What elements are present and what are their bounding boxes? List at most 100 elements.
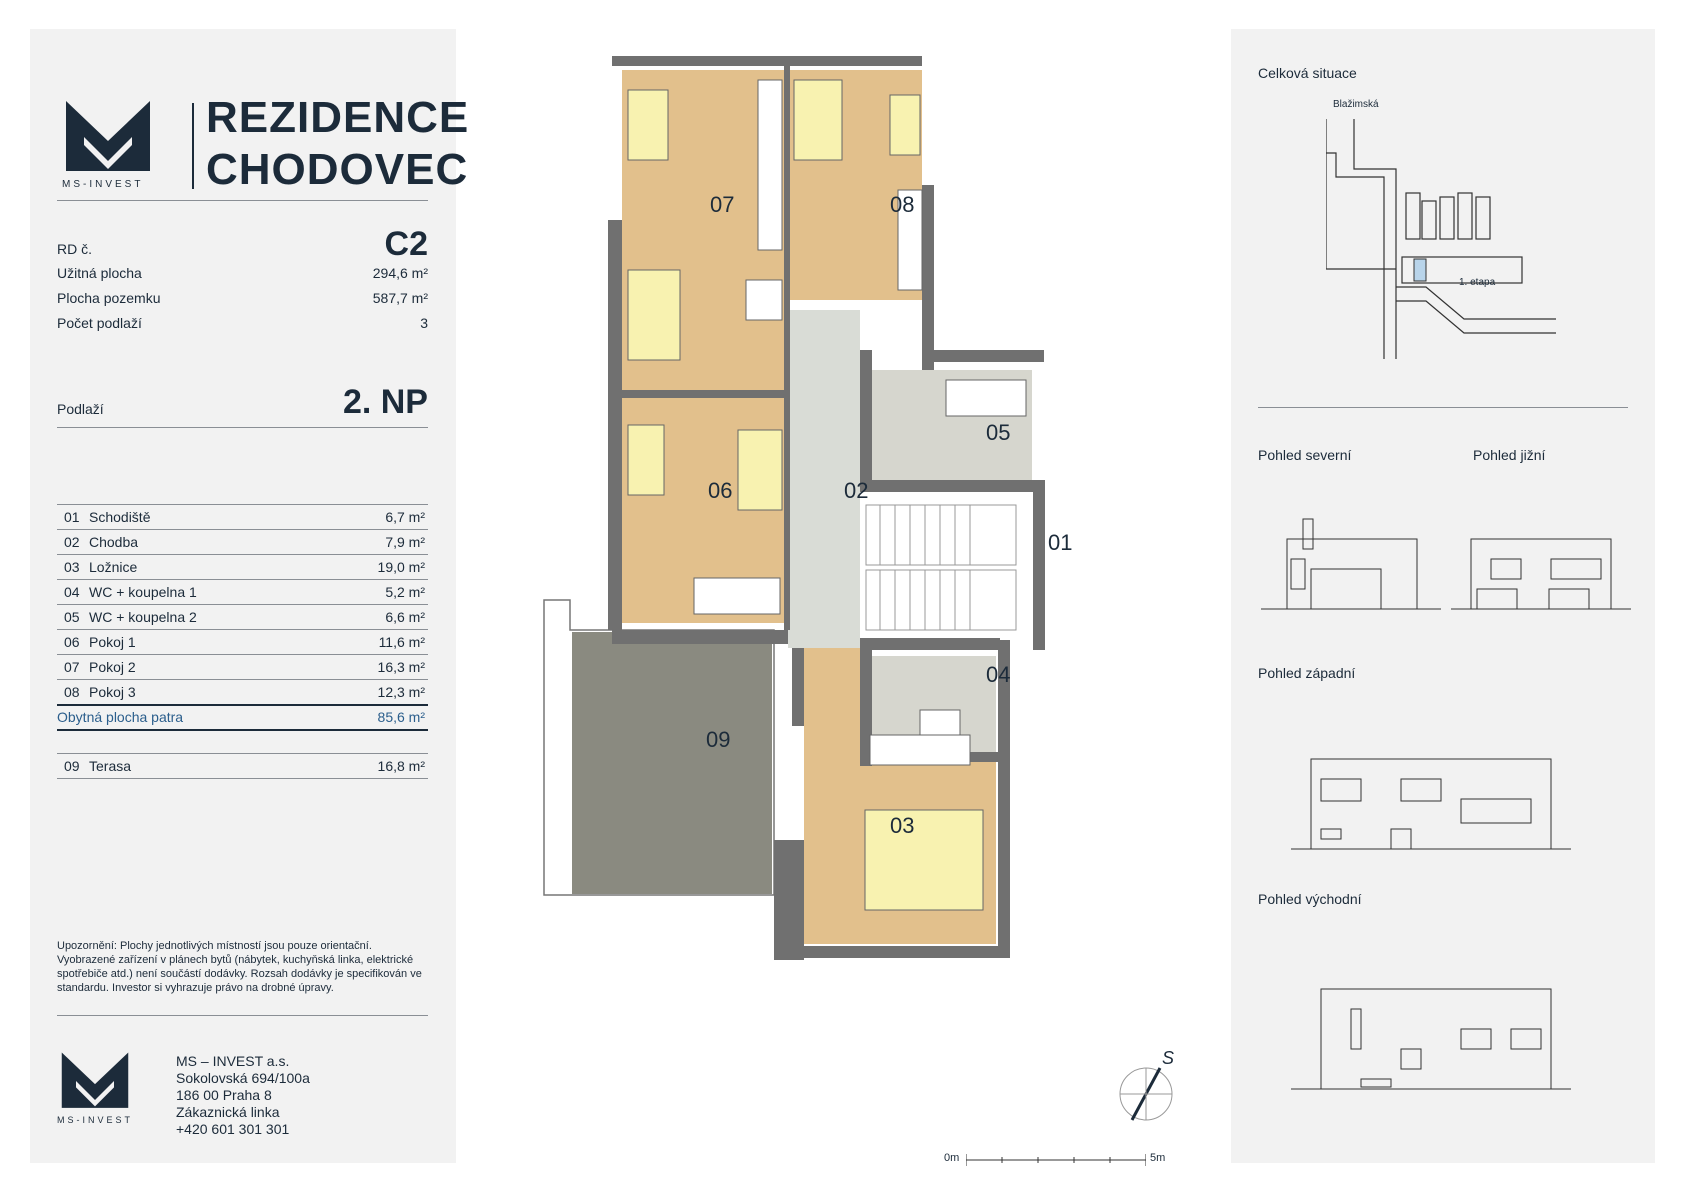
notice-text: Upozornění: Plochy jednotlivých místnost…: [57, 940, 422, 994]
divider: [57, 1015, 428, 1016]
company-small-label: MS-INVEST: [62, 179, 144, 190]
vychod-label: Pohled východní: [1258, 891, 1362, 907]
footer-company-small: MS-INVEST: [57, 1115, 134, 1125]
divider: [57, 753, 428, 754]
contact-city: 186 00 Praha 8: [176, 1087, 272, 1103]
room-label-07: 07: [710, 192, 734, 217]
room-name: WC + koupelna 1: [89, 584, 197, 600]
divider: [1258, 407, 1628, 408]
total-label: Obytná plocha patra: [57, 709, 184, 725]
room-name: Pokoj 1: [89, 634, 136, 650]
room-row: 03 Ložnice 19,0 m²: [57, 555, 428, 579]
room-num: 07: [64, 659, 80, 675]
podlazi-count-label: Počet podlaží: [57, 315, 142, 331]
west-elevation: [1291, 758, 1571, 850]
room-03-upper-floor: [804, 648, 864, 768]
room-name: Pokoj 3: [89, 684, 136, 700]
room-label-06: 06: [708, 478, 732, 503]
room-name: WC + koupelna 2: [89, 609, 197, 625]
divider: [57, 654, 428, 655]
floor-plan: 07 08 06 02 05 01 04 09 03: [543, 56, 1072, 960]
compass-letter: S: [1162, 1050, 1174, 1068]
rd-row: RD č. C2: [57, 225, 428, 265]
divider: [57, 604, 428, 605]
rd-value: C2: [384, 225, 428, 263]
room-name: Pokoj 2: [89, 659, 136, 675]
uzitna-value: 294,6 m²: [372, 265, 428, 281]
room-02-floor: [788, 310, 860, 648]
room-row: 07 Pokoj 2 16,3 m²: [57, 655, 428, 679]
ms-invest-footer-logo-icon: [61, 1052, 129, 1108]
rd-label: RD č.: [57, 241, 92, 257]
divider: [57, 729, 428, 731]
room-area: 19,0 m²: [377, 559, 425, 575]
divider: [57, 679, 428, 680]
scale-end: 5m: [1150, 1152, 1166, 1164]
compass-icon: S: [1119, 1050, 1174, 1121]
room-row: 08 Pokoj 3 12,3 m²: [57, 680, 428, 704]
furniture: [627, 79, 1027, 911]
room-label-08: 08: [890, 192, 914, 217]
room-area: 6,6 m²: [385, 609, 425, 625]
room-label-05: 05: [986, 420, 1010, 445]
room-num: 03: [64, 559, 80, 575]
room-num: 02: [64, 534, 80, 550]
podlazi-count-value: 3: [420, 315, 428, 331]
room-name: Ložnice: [89, 559, 138, 575]
jih-label: Pohled jižní: [1473, 447, 1546, 463]
divider: [57, 778, 428, 779]
room-num: 04: [64, 584, 80, 600]
contact-company: MS – INVEST a.s.: [176, 1053, 290, 1069]
room-area: 16,3 m²: [377, 659, 425, 675]
room-01-floor: [860, 495, 1032, 640]
divider: [57, 554, 428, 555]
room-label-01: 01: [1048, 530, 1072, 555]
etapa-label: 1. etapa: [1459, 277, 1496, 288]
terrace-floor: [572, 632, 772, 894]
south-elevation: [1451, 538, 1631, 610]
east-elevation: [1291, 988, 1571, 1090]
terrace-area: 16,8 m²: [377, 758, 425, 774]
room-area: 6,7 m²: [385, 509, 425, 525]
room-name: Chodba: [89, 534, 139, 550]
room-name: Schodiště: [89, 509, 151, 525]
pozemek-label: Plocha pozemku: [57, 290, 161, 306]
contact-phone[interactable]: +420 601 301 301: [176, 1121, 290, 1137]
divider: [57, 529, 428, 530]
scale-start: 0m: [944, 1152, 960, 1164]
north-elevation: [1261, 518, 1441, 610]
divider: [57, 704, 428, 706]
logo-separator: [192, 103, 194, 189]
zapad-label: Pohled západní: [1258, 665, 1356, 681]
room-label-09: 09: [706, 727, 730, 752]
ms-invest-logo-icon: [66, 101, 150, 171]
podlazi-value: 2. NP: [342, 383, 428, 421]
contact-block: MS – INVEST a.s. Sokolovská 694/100a 186…: [176, 1053, 310, 1138]
divider: [57, 200, 428, 201]
views-panel: Celková situace Blažimská 1. etapa Pohle…: [1231, 29, 1655, 1163]
terrace-name: Terasa: [89, 758, 132, 774]
room-num: 08: [64, 684, 80, 700]
room-area: 7,9 m²: [385, 534, 425, 550]
terrace-num: 09: [64, 758, 80, 774]
room-label-04: 04: [986, 662, 1010, 687]
situace-label: Celková situace: [1258, 65, 1357, 81]
walls: [608, 56, 1045, 960]
uzitna-label: Užitná plocha: [57, 265, 142, 281]
terrace-row: 09 Terasa 16,8 m²: [57, 754, 428, 778]
street-label: Blažimská: [1333, 99, 1379, 110]
divider: [57, 427, 428, 428]
room-area: 12,3 m²: [377, 684, 425, 700]
podlazi-row: Podlaží 2. NP: [57, 383, 428, 427]
scale-bar: 0m 5m: [944, 1150, 1174, 1170]
divider: [57, 629, 428, 630]
room-area: 5,2 m²: [385, 584, 425, 600]
podlazi-label: Podlaží: [57, 401, 104, 417]
brand-logo: MS-INVEST REZIDENCE CHODOVEC: [60, 71, 468, 211]
contact-street: Sokolovská 694/100a: [176, 1070, 310, 1086]
room-num: 06: [64, 634, 80, 650]
info-panel: MS-INVEST REZIDENCE CHODOVEC RD č. C2 Už…: [30, 29, 468, 1163]
